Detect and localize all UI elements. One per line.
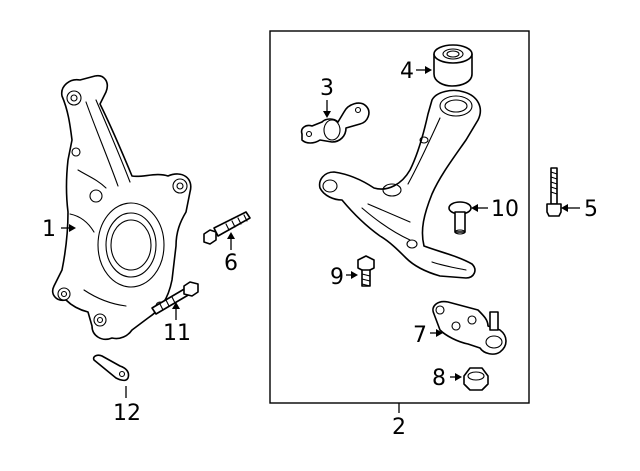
arm-bushing-bracket[interactable] bbox=[300, 102, 370, 144]
long-bolt[interactable] bbox=[546, 167, 562, 217]
callout-4: 4 bbox=[400, 59, 414, 84]
pin-10[interactable] bbox=[448, 201, 472, 235]
callout-7: 7 bbox=[413, 323, 427, 348]
ball-joint[interactable] bbox=[432, 300, 507, 355]
leader-lines bbox=[61, 66, 580, 398]
lower-control-arm[interactable] bbox=[318, 89, 482, 279]
steering-knuckle[interactable] bbox=[51, 74, 192, 341]
callout-12: 12 bbox=[113, 401, 141, 426]
callout-11: 11 bbox=[163, 321, 191, 346]
callout-9: 9 bbox=[330, 265, 344, 290]
callout-1: 1 bbox=[42, 217, 56, 242]
bolt-9[interactable] bbox=[357, 255, 375, 287]
callout-6: 6 bbox=[224, 251, 238, 276]
callout-10: 10 bbox=[491, 197, 519, 222]
flange-nut[interactable] bbox=[463, 367, 489, 391]
bolt-11[interactable] bbox=[151, 281, 199, 315]
clip-12[interactable] bbox=[92, 354, 130, 382]
callout-8: 8 bbox=[432, 366, 446, 391]
callout-3: 3 bbox=[320, 76, 334, 101]
callout-5: 5 bbox=[584, 197, 598, 222]
arm-bushing[interactable] bbox=[433, 44, 473, 87]
callout-2: 2 bbox=[392, 415, 406, 440]
bolt-6[interactable] bbox=[203, 211, 251, 245]
